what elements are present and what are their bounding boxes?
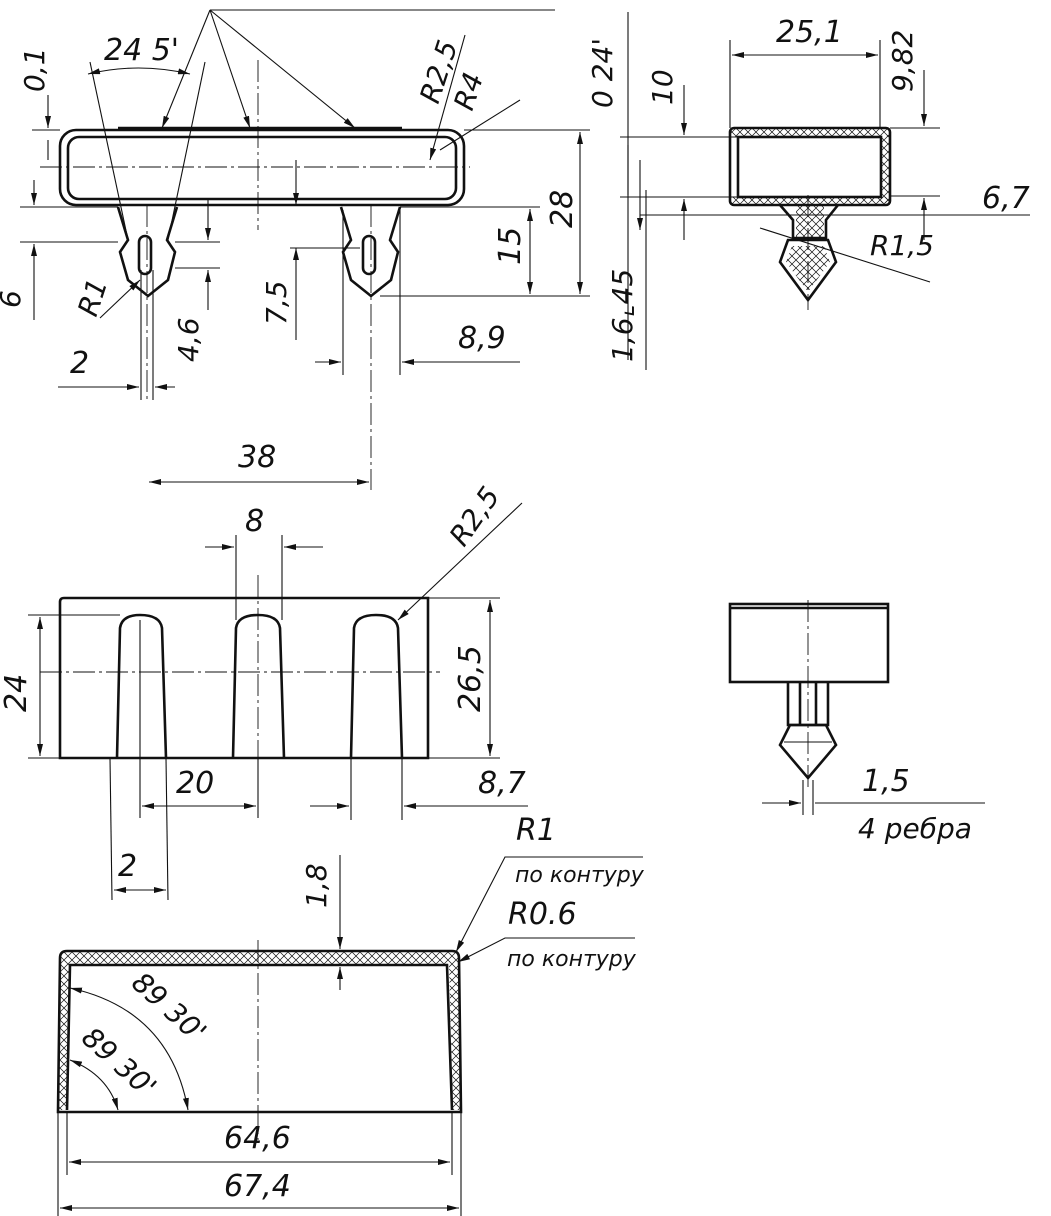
dim-46: 4,6 [172, 317, 205, 362]
front-section-view: 24 5' 0,1 R2,5 R4 28 15 6 R1 4, [0, 9, 590, 490]
note-contour-2: по контуру [507, 947, 637, 972]
body-inner-outline [66, 135, 458, 201]
dim-646: 64,6 [224, 1121, 291, 1156]
dim-10: 10 [646, 69, 679, 105]
dim-674: 67,4 [224, 1169, 291, 1204]
dim-6: 6 [0, 290, 27, 308]
dim-28: 28 [545, 190, 580, 228]
dim-r1: R1 [71, 275, 114, 321]
dim-982: 9,82 [886, 30, 919, 92]
dim-75: 7,5 [260, 280, 293, 325]
dim-87: 8,7 [478, 766, 526, 801]
dim-38: 38 [238, 440, 276, 475]
dim-r1-bottom: R1 [516, 813, 556, 848]
dim-15: 15 [493, 227, 528, 265]
dim-67: 6,7 [982, 181, 1030, 216]
dim-18: 1,8 [300, 863, 333, 908]
side-section-view: 25,1 0 24' 10 9,82 6,7 R1,5 1,6⌞45 [586, 12, 1030, 370]
dim-r06: R0.6 [508, 897, 577, 932]
clip-left [116, 205, 179, 400]
dim-chamfer: 1,6⌞45 [606, 269, 639, 362]
front-section-bottom: R1 по контуру R0.6 по контуру 1,8 89 30'… [56, 813, 645, 1216]
side-view: 1,5 4 ребра [728, 600, 985, 845]
dim-angle-top: 24 5' [104, 33, 179, 68]
dim-251: 25,1 [776, 15, 843, 50]
dim-20: 20 [176, 766, 214, 801]
dim-angle2: 89 30' [75, 1021, 162, 1104]
top-view: 8 R2,5 24 26,5 20 8,7 2 [0, 481, 528, 901]
dim-2-mid: 2 [118, 849, 137, 884]
dim-89: 8,9 [458, 321, 506, 356]
note-ribs: 4 ребра [858, 812, 972, 845]
dim-angle1: 89 30' [125, 966, 212, 1049]
note-contour-1: по контуру [515, 863, 645, 888]
dim-r25-mid: R2,5 [443, 481, 507, 552]
dim-24: 24 [0, 674, 34, 712]
dim-15-ribs: 1,5 [862, 764, 910, 799]
dim-265: 26,5 [453, 645, 488, 712]
dim-offset-01: 0,1 [18, 47, 51, 92]
dim-angle-side: 0 24' [586, 38, 619, 108]
dim-8: 8 [245, 504, 264, 539]
dim-r15: R1,5 [870, 229, 934, 262]
clip-right [339, 205, 402, 490]
body-outline [58, 128, 466, 207]
dim-2-top: 2 [70, 346, 89, 381]
